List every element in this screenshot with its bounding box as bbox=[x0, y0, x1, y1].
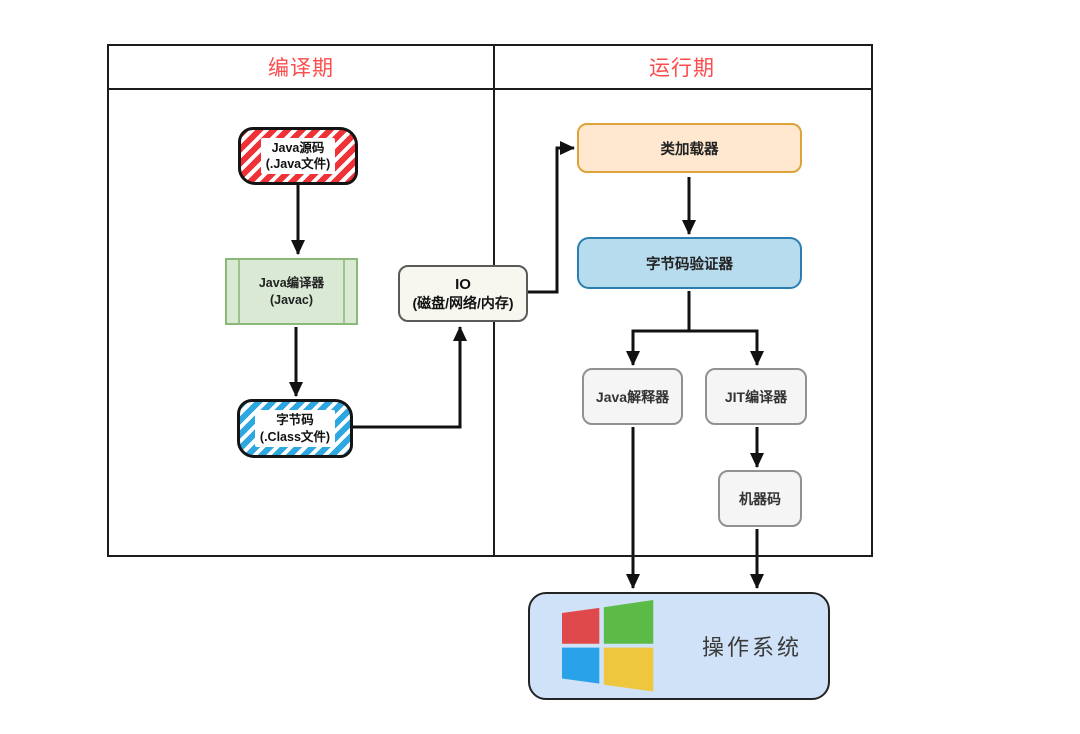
node-bytecode-verifier: 字节码验证器 bbox=[577, 237, 802, 289]
java-source-label: Java源码 (.Java文件) bbox=[260, 137, 336, 175]
node-java-source: Java源码 (.Java文件) bbox=[238, 127, 358, 185]
bytecode-label: 字节码 (.Class文件) bbox=[254, 410, 336, 447]
java-interpreter-label: Java解释器 bbox=[595, 388, 670, 405]
class-loader-label: 类加载器 bbox=[660, 141, 719, 158]
node-operating-system: 操作系统 bbox=[528, 592, 830, 700]
compile-phase-header: 编译期 bbox=[268, 57, 334, 80]
io-sublabel: (磁盘/网络/内存) bbox=[412, 295, 514, 312]
java-compiler-sublabel: (Javac) bbox=[269, 292, 314, 307]
runtime-phase-header: 运行期 bbox=[649, 57, 715, 80]
windows-logo-icon bbox=[561, 600, 654, 692]
node-class-loader: 类加载器 bbox=[577, 123, 802, 173]
node-machine-code: 机器码 bbox=[718, 470, 802, 527]
node-io: IO (磁盘/网络/内存) bbox=[398, 265, 528, 322]
machine-code-label: 机器码 bbox=[739, 490, 781, 507]
bytecode-verifier-label: 字节码验证器 bbox=[646, 256, 733, 273]
jit-compiler-label: JIT编译器 bbox=[724, 388, 788, 405]
node-java-interpreter: Java解释器 bbox=[582, 368, 683, 425]
node-bytecode: 字节码 (.Class文件) bbox=[237, 399, 353, 458]
node-java-compiler: Java编译器 (Javac) bbox=[225, 258, 358, 325]
io-label: IO bbox=[455, 275, 471, 293]
phase-header-row: 编译期 运行期 bbox=[109, 46, 871, 90]
phase-table: 编译期 运行期 bbox=[107, 44, 873, 557]
java-compiler-label: Java编译器 bbox=[258, 275, 325, 290]
operating-system-label: 操作系统 bbox=[701, 635, 802, 660]
node-jit-compiler: JIT编译器 bbox=[705, 368, 807, 425]
